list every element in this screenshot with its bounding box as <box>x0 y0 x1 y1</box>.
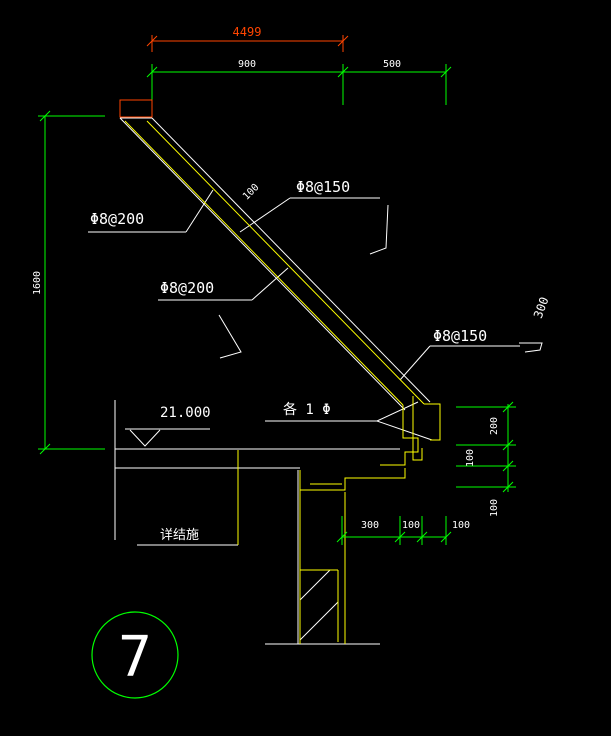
canopy-structure <box>88 99 543 645</box>
bottom-dimensions <box>336 516 452 545</box>
each-one-label: 各 1 Φ <box>283 402 331 418</box>
bottom-300-label: 300 <box>361 520 379 531</box>
hook-300-label: 300 <box>531 295 552 320</box>
slab-bottom-edge <box>119 117 406 411</box>
detail-number-circle <box>91 611 179 699</box>
rebar-top-layer <box>146 120 425 405</box>
bottom-100-b-label: 100 <box>452 520 470 531</box>
rebar-right-label: Φ8@150 <box>433 327 487 345</box>
top-dimensions <box>146 35 452 105</box>
see-structure-label: 详结施 <box>160 528 199 543</box>
bottom-100-a-label: 100 <box>402 520 420 531</box>
height-dimension <box>38 110 105 455</box>
wall-hatch <box>299 569 339 641</box>
width-left-label: 900 <box>238 59 256 70</box>
slab-thickness-label: 100 <box>241 182 262 203</box>
right-100-b-label: 100 <box>489 499 500 517</box>
detail-number: 7 <box>118 625 152 690</box>
overall-width-label: 4499 <box>233 25 262 39</box>
right-200-label: 200 <box>489 417 500 435</box>
rebar-bottom-layer <box>124 120 404 406</box>
elevation-label: 21.000 <box>160 405 211 421</box>
width-right-label: 500 <box>383 59 401 70</box>
slab-top-edge <box>151 117 431 403</box>
rebar-top-label: Φ8@150 <box>296 178 350 196</box>
top-cap <box>119 99 153 118</box>
rebar-mid-label: Φ8@200 <box>160 279 214 297</box>
right-dimensions <box>456 401 516 493</box>
overall-height-label: 1600 <box>32 271 43 295</box>
rebar <box>124 120 441 644</box>
rebar-left-label: Φ8@200 <box>90 210 144 228</box>
beam-stirrup <box>380 405 419 466</box>
right-100-a-label: 100 <box>465 449 476 467</box>
